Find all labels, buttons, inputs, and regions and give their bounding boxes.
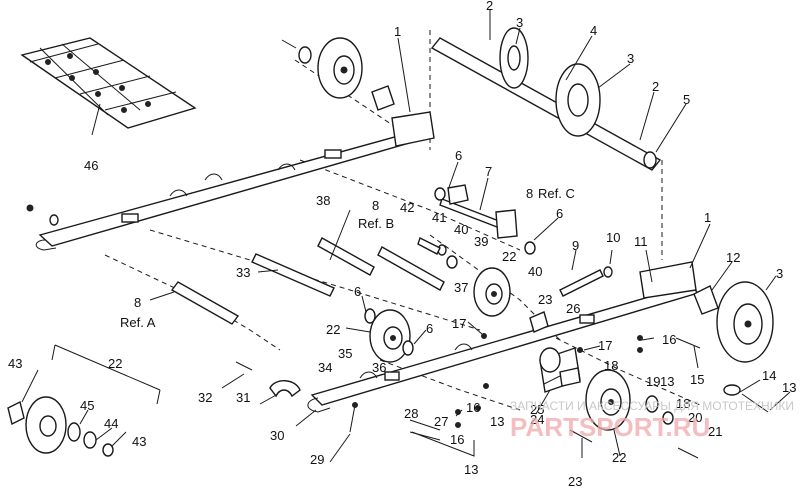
callout-6: 6: [455, 148, 462, 163]
callout-28: 28: [404, 406, 418, 421]
callout-20: 20: [688, 410, 702, 425]
callout-40: 40: [454, 222, 468, 237]
rear-axle: [430, 27, 662, 171]
callout-1: 1: [394, 24, 401, 39]
callout-31: 31: [236, 390, 250, 405]
callout-7: 7: [485, 164, 492, 179]
callout-37: 37: [454, 280, 468, 295]
callout-8: 8: [134, 295, 141, 310]
callout-21: 21: [708, 424, 722, 439]
callout-19: 19: [646, 374, 660, 389]
callout-43: 43: [8, 356, 22, 371]
callout-38: 38: [316, 193, 330, 208]
callout-2: 2: [486, 0, 493, 13]
callout-30: 30: [270, 428, 284, 443]
callout-42: 42: [400, 200, 414, 215]
callout-3: 3: [776, 266, 783, 281]
watermark-caption: ЗАПЧАСТИ И АКСЕССУАРЫ ДЛЯ МОТОТЕХНИКИ: [510, 399, 794, 413]
callout-ref-c: Ref. C: [538, 186, 575, 201]
callout-ref-b: Ref. B: [358, 216, 394, 231]
callout-16: 16: [466, 400, 480, 415]
callout-8: 8: [526, 186, 533, 201]
callout-22: 22: [502, 249, 516, 264]
callout-5: 5: [683, 92, 690, 107]
callout-14: 14: [762, 368, 776, 383]
callout-39: 39: [474, 234, 488, 249]
callout-23: 23: [568, 474, 582, 489]
callout-40: 40: [528, 264, 542, 279]
watermark-brand: PARTSPORT.RU: [510, 412, 710, 442]
callout-16: 16: [662, 332, 676, 347]
callout-43: 43: [132, 434, 146, 449]
callout-18: 18: [676, 396, 690, 411]
callout-25: 25: [530, 402, 544, 417]
callout-15: 15: [690, 372, 704, 387]
callout-34: 34: [318, 360, 332, 375]
upper-rail: [35, 111, 435, 251]
callout-46: 46: [84, 158, 98, 173]
callout-3: 3: [627, 51, 634, 66]
callout-22: 22: [612, 450, 626, 465]
callout-45: 45: [80, 398, 94, 413]
callout-4: 4: [590, 23, 597, 38]
callout-29: 29: [310, 452, 324, 467]
track-section: [20, 37, 197, 136]
callout-13: 13: [464, 462, 478, 477]
cross-shafts: [170, 184, 518, 325]
callout-35: 35: [338, 346, 352, 361]
callout-3: 3: [516, 15, 523, 30]
callout-6: 6: [426, 321, 433, 336]
right-rear-wheel: [675, 281, 774, 413]
callout-12: 12: [726, 250, 740, 265]
leader-lines: [21, 10, 791, 463]
suspension-arm: [539, 347, 699, 459]
callout-18: 18: [604, 358, 618, 373]
callout-13: 13: [490, 414, 504, 429]
callout-8: 8: [372, 198, 379, 213]
callout-labels: 1 2 3 4 3 2 5 46 6 7 8 Ref. C 6 38 8 Ref…: [8, 0, 796, 489]
upper-idler-wheel: [281, 37, 395, 111]
callout-23: 23: [538, 292, 552, 307]
callout-22: 22: [108, 356, 122, 371]
callout-17: 17: [452, 316, 466, 331]
callout-27: 27: [434, 414, 448, 429]
watermark: ЗАПЧАСТИ И АКСЕССУАРЫ ДЛЯ МОТОТЕХНИКИ PA…: [510, 399, 794, 442]
callout-1: 1: [704, 210, 711, 225]
mid-wheels: [364, 187, 613, 363]
callout-11: 11: [634, 234, 648, 249]
callout-2: 2: [652, 79, 659, 94]
callout-22: 22: [326, 322, 340, 337]
callout-6: 6: [556, 206, 563, 221]
callout-33: 33: [236, 265, 250, 280]
callout-41: 41: [432, 210, 446, 225]
left-wheel-assembly: [7, 344, 161, 457]
callout-26: 26: [566, 301, 580, 316]
callout-ref-a: Ref. A: [120, 315, 156, 330]
callout-13: 13: [660, 374, 674, 389]
callout-17: 17: [598, 338, 612, 353]
callout-6: 6: [354, 284, 361, 299]
callout-24: 24: [530, 412, 544, 427]
callout-32: 32: [198, 390, 212, 405]
callout-36: 36: [372, 360, 386, 375]
callout-10: 10: [606, 230, 620, 245]
callout-44: 44: [104, 416, 118, 431]
lower-rail: [307, 261, 700, 413]
callout-16: 16: [450, 432, 464, 447]
callout-13: 13: [782, 380, 796, 395]
callout-9: 9: [572, 238, 579, 253]
